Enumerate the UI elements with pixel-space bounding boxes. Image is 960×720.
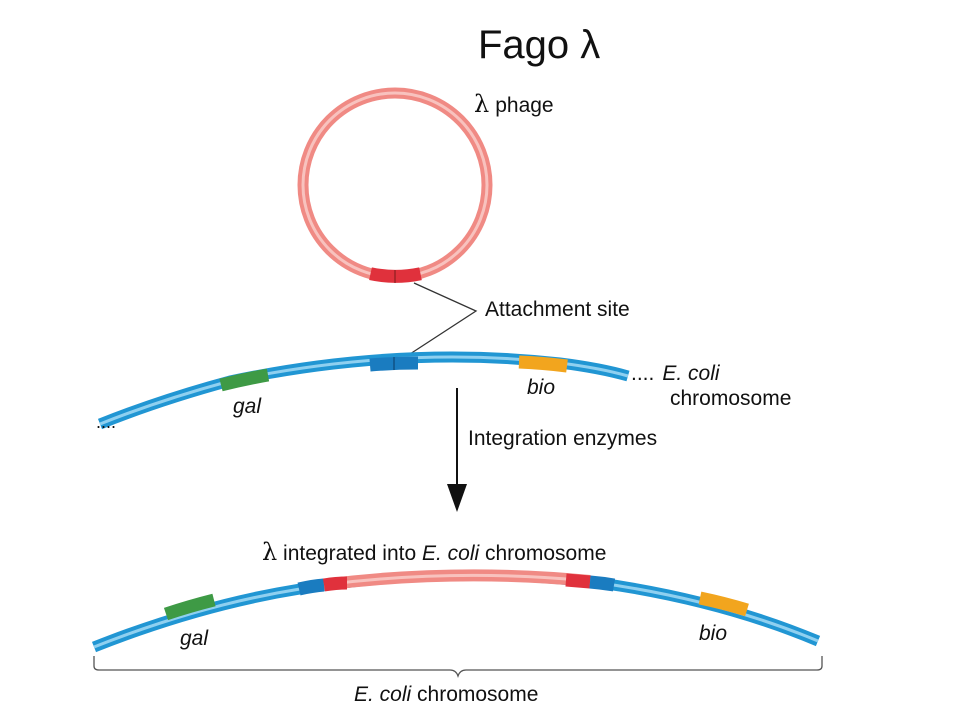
left-dots: .... [96, 412, 116, 432]
page-title: Fago λ [478, 23, 600, 67]
integrated-label: λ integrated into E. coli chromosome [262, 538, 606, 566]
ecoli-chromosome-bottom-label: E. coli chromosome [354, 683, 538, 706]
ecoli-chromosome-label: ....E. coli [631, 362, 721, 385]
gal-gene-top [219, 368, 270, 392]
bio-gene-top [518, 355, 568, 373]
gal-label: gal [233, 395, 262, 418]
hybrid-site-right-blue [589, 575, 616, 592]
hybrid-site-right-red [565, 573, 591, 589]
bio-label-bottom: bio [699, 622, 727, 645]
chromosome-brace [93, 656, 823, 679]
integration-enzymes-label: Integration enzymes [468, 427, 657, 450]
attachment-site-connector [409, 282, 478, 355]
integration-arrow-head [447, 484, 467, 512]
bio-gene-bottom [698, 591, 749, 617]
hybrid-site-left-blue [297, 578, 325, 596]
ecoli-chromosome-label-line2: chromosome [670, 387, 791, 410]
bio-label: bio [527, 376, 555, 399]
gal-label-bottom: gal [180, 627, 209, 650]
gal-gene-bottom [163, 593, 216, 621]
attachment-site-label: Attachment site [485, 298, 630, 321]
phage-circle-highlight [301, 91, 489, 279]
hybrid-site-left-red [322, 576, 348, 592]
integrated-phage-segment-highlight [321, 573, 591, 587]
